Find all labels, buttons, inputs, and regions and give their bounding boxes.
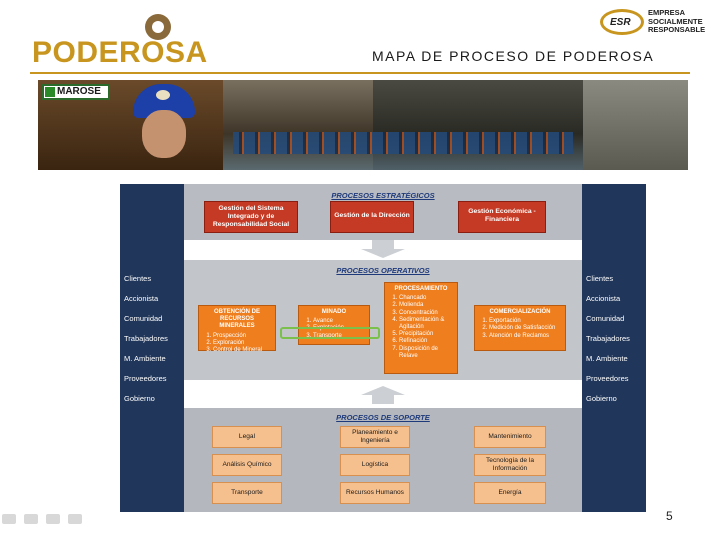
stakeholder-item: Accionista (124, 294, 159, 303)
support-box: Legal (212, 426, 282, 448)
comercializacion-box: COMERCIALIZACIÓN Exportación Medición de… (474, 305, 566, 351)
procesamiento-item: Precipitación (399, 331, 453, 338)
operative-band: PROCESOS OPERATIVOS OBTENCIÓN DE RECURSO… (184, 260, 582, 380)
strategic-box: Gestión del Sistema Integrado y de Respo… (204, 201, 298, 233)
obtencion-box: OBTENCIÓN DE RECURSOS MINERALES Prospecc… (198, 305, 276, 354)
procesamiento-item: Concentración (399, 310, 453, 317)
strategic-box: Gestión de la Dirección (330, 201, 414, 233)
marose-m-icon (45, 87, 55, 97)
headlamp-icon (156, 90, 170, 100)
marose-label: MAROSE (42, 84, 110, 100)
esr-caption: EMPRESA SOCIALMENTE RESPONSABLE (648, 8, 720, 35)
procesamiento-box: PROCESAMIENTO Chancado Molienda Concentr… (384, 282, 458, 374)
stakeholder-item: Comunidad (586, 314, 625, 323)
menu-icon[interactable] (46, 514, 60, 524)
obtencion-item: Control de Mineral (213, 347, 271, 354)
header-divider (30, 72, 690, 74)
stakeholder-item: Proveedores (586, 374, 629, 383)
obtencion-title: OBTENCIÓN DE RECURSOS MINERALES (213, 309, 260, 330)
support-header: PROCESOS DE SOPORTE (336, 413, 430, 422)
support-box: Recursos Humanos (340, 482, 410, 504)
strategic-header: PROCESOS ESTRATÉGICOS (331, 191, 435, 200)
stakeholders-right: Clientes Accionista Comunidad Trabajador… (582, 184, 646, 512)
support-box: Energía (474, 482, 546, 504)
arrow-right-icon[interactable] (68, 514, 82, 524)
esr-logo: ESR EMPRESA SOCIALMENTE RESPONSABLE (600, 6, 720, 40)
minado-item: Avance (313, 318, 365, 325)
stakeholder-item: Gobierno (124, 394, 155, 403)
comercializacion-title: COMERCIALIZACIÓN (489, 309, 551, 315)
esr-badge-icon: ESR (600, 9, 644, 35)
esr-line: EMPRESA (648, 8, 686, 17)
highlight-ring (280, 327, 380, 339)
esr-badge-text: ESR (610, 17, 631, 28)
support-box: Planeamiento e Ingeniería (340, 426, 410, 448)
stakeholder-item: Gobierno (586, 394, 617, 403)
workers-tunnel-photo (373, 80, 583, 170)
page-number: 5 (666, 509, 673, 523)
up-arrow-icon (361, 386, 405, 404)
comercializacion-item: Exportación (489, 318, 561, 325)
obtencion-item: Prospección (213, 333, 271, 340)
procesamiento-item: Molienda (399, 302, 453, 309)
procesamiento-item: Refinación (399, 338, 453, 345)
photo-banner (38, 80, 688, 170)
logo-text: PODEROSA (32, 36, 208, 69)
stakeholders-left: Clientes Accionista Comunidad Trabajador… (120, 184, 184, 512)
procesamiento-item: Disposición de Relave (399, 346, 453, 360)
support-box: Logística (340, 454, 410, 476)
comercializacion-item: Medición de Satisfacción (489, 325, 561, 332)
stakeholder-item: Clientes (124, 274, 152, 283)
tunnel-photo (223, 80, 373, 170)
pen-icon[interactable] (24, 514, 38, 524)
process-map: Clientes Accionista Comunidad Trabajador… (120, 184, 646, 512)
page-title: MAPA DE PROCESO DE PODEROSA (372, 48, 655, 64)
stakeholder-item: Trabajadores (124, 334, 168, 343)
procesamiento-item: Sedimentación & Agitación (399, 317, 453, 331)
strategic-box: Gestión Económica - Financiera (458, 201, 546, 233)
workers-crowd (233, 132, 573, 154)
stakeholder-item: M. Ambiente (124, 354, 166, 363)
comercializacion-item: Atención de Reclamos (489, 333, 561, 340)
esr-line: SOCIALMENTE (648, 16, 703, 26)
poderosa-logo: PODEROSA (32, 14, 222, 70)
procesamiento-title: PROCESAMIENTO (394, 286, 448, 292)
minado-item: Transporte (313, 333, 365, 340)
poderosa-mark-icon (145, 14, 171, 40)
minado-title: MINADO (321, 309, 347, 315)
support-box: Mantenimiento (474, 426, 546, 448)
stakeholder-item: Comunidad (124, 314, 163, 323)
stakeholder-item: Trabajadores (586, 334, 630, 343)
stakeholder-item: Accionista (586, 294, 621, 303)
support-box: Transporte (212, 482, 282, 504)
arrow-left-icon[interactable] (2, 514, 16, 524)
stakeholder-item: M. Ambiente (586, 354, 628, 363)
support-box: Tecnología de la Información (474, 454, 546, 476)
slide-nav (2, 514, 82, 524)
obtencion-item: Exploración (213, 340, 271, 347)
rock-photo (583, 80, 688, 170)
stakeholder-item: Clientes (586, 274, 614, 283)
esr-line: RESPONSABLE (648, 25, 706, 34)
stakeholder-item: Proveedores (124, 374, 167, 383)
operative-header: PROCESOS OPERATIVOS (336, 266, 430, 275)
strategic-band: PROCESOS ESTRATÉGICOS Gestión del Sistem… (184, 184, 582, 240)
procesamiento-item: Chancado (399, 295, 453, 302)
marose-text: MAROSE (57, 86, 101, 97)
minado-box: MINADO Avance Explotación Transporte (298, 305, 370, 345)
miner-face (142, 110, 186, 158)
down-arrow-icon (361, 240, 405, 258)
support-band: PROCESOS DE SOPORTE Legal Planeamiento e… (184, 408, 582, 512)
support-box: Análisis Químico (212, 454, 282, 476)
